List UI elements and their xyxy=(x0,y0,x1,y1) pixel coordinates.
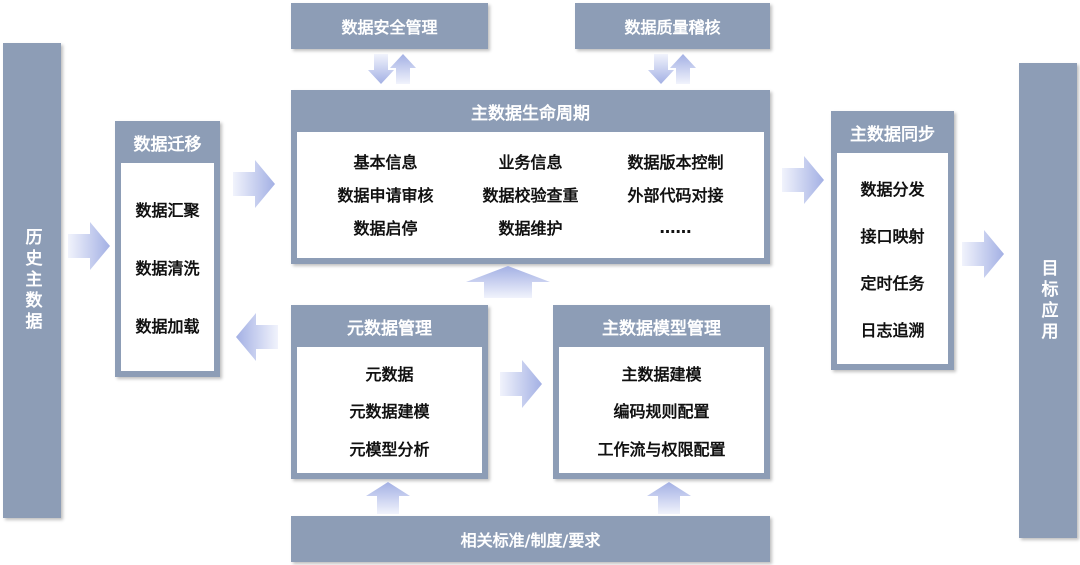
lifecycle-item: 业务信息 xyxy=(498,152,563,172)
sync-item: 接口映射 xyxy=(860,227,925,246)
lifecycle-item: 数据启停 xyxy=(353,219,418,239)
data-quality-audit: 数据质量稽核 xyxy=(575,3,770,49)
model-item: 工作流与权限配置 xyxy=(597,439,726,459)
lifecycle-title: 主数据生命周期 xyxy=(471,103,590,124)
arrow-right-icon xyxy=(68,222,110,270)
arrow-right-icon xyxy=(500,360,542,408)
metadata-item: 元数据 xyxy=(365,364,414,384)
bidirectional-arrow-icon xyxy=(368,54,416,84)
metadata-item: 元数据建模 xyxy=(349,402,430,421)
arrow-right-icon xyxy=(233,160,275,208)
sync-item: 定时任务 xyxy=(860,274,925,293)
master-data-lifecycle-panel: 主数据生命周期 基本信息 业务信息 数据版本控制 数据申请审核 数据校验查重 外… xyxy=(291,90,770,264)
lifecycle-item: 数据校验查重 xyxy=(482,185,579,205)
migration-item: 数据汇聚 xyxy=(135,201,200,220)
lifecycle-item: …… xyxy=(659,217,692,237)
lifecycle-item: 基本信息 xyxy=(353,152,418,172)
arrow-right-icon xyxy=(962,230,1004,278)
sync-item: 数据分发 xyxy=(860,180,925,199)
standards-label: 相关标准/制度/要求 xyxy=(460,531,601,550)
migration-item: 数据清洗 xyxy=(135,259,200,278)
data-migration-panel: 数据迁移 数据汇聚 数据清洗 数据加载 xyxy=(115,121,220,377)
metadata-title: 元数据管理 xyxy=(347,318,432,339)
data-security-management: 数据安全管理 xyxy=(291,3,488,49)
lifecycle-item: 数据申请审核 xyxy=(337,185,434,205)
arrow-right-icon xyxy=(782,156,824,204)
migration-item: 数据加载 xyxy=(135,317,200,336)
arrow-up-icon xyxy=(647,482,691,514)
data-quality-label: 数据质量稽核 xyxy=(624,18,721,37)
bidirectional-arrow-icon xyxy=(648,54,696,84)
source-history-master-data: 历史主数据 xyxy=(3,43,61,518)
arrow-up-icon xyxy=(366,482,410,514)
metadata-management-panel: 元数据管理 元数据 元数据建模 元模型分析 xyxy=(291,305,488,479)
master-data-sync-panel: 主数据同步 数据分发 接口映射 定时任务 日志追溯 xyxy=(831,111,954,370)
lifecycle-item: 数据版本控制 xyxy=(627,152,724,172)
target-label: 目标应用 xyxy=(1037,258,1058,343)
target-application: 目标应用 xyxy=(1019,63,1077,538)
arrow-left-icon xyxy=(236,313,278,361)
model-title: 主数据模型管理 xyxy=(602,318,721,339)
sync-item: 日志追溯 xyxy=(860,321,925,340)
model-item: 编码规则配置 xyxy=(613,402,710,421)
arrow-up-icon xyxy=(466,266,550,298)
metadata-item: 元模型分析 xyxy=(349,439,430,459)
master-data-model-panel: 主数据模型管理 主数据建模 编码规则配置 工作流与权限配置 xyxy=(553,305,770,479)
model-item: 主数据建模 xyxy=(621,364,702,384)
data-migration-title: 数据迁移 xyxy=(133,134,202,155)
lifecycle-item: 外部代码对接 xyxy=(627,185,724,205)
data-security-label: 数据安全管理 xyxy=(341,18,438,37)
sync-title: 主数据同步 xyxy=(850,124,935,145)
lifecycle-item: 数据维护 xyxy=(498,219,563,239)
standards-bar: 相关标准/制度/要求 xyxy=(291,516,770,562)
source-label: 历史主数据 xyxy=(21,228,42,333)
